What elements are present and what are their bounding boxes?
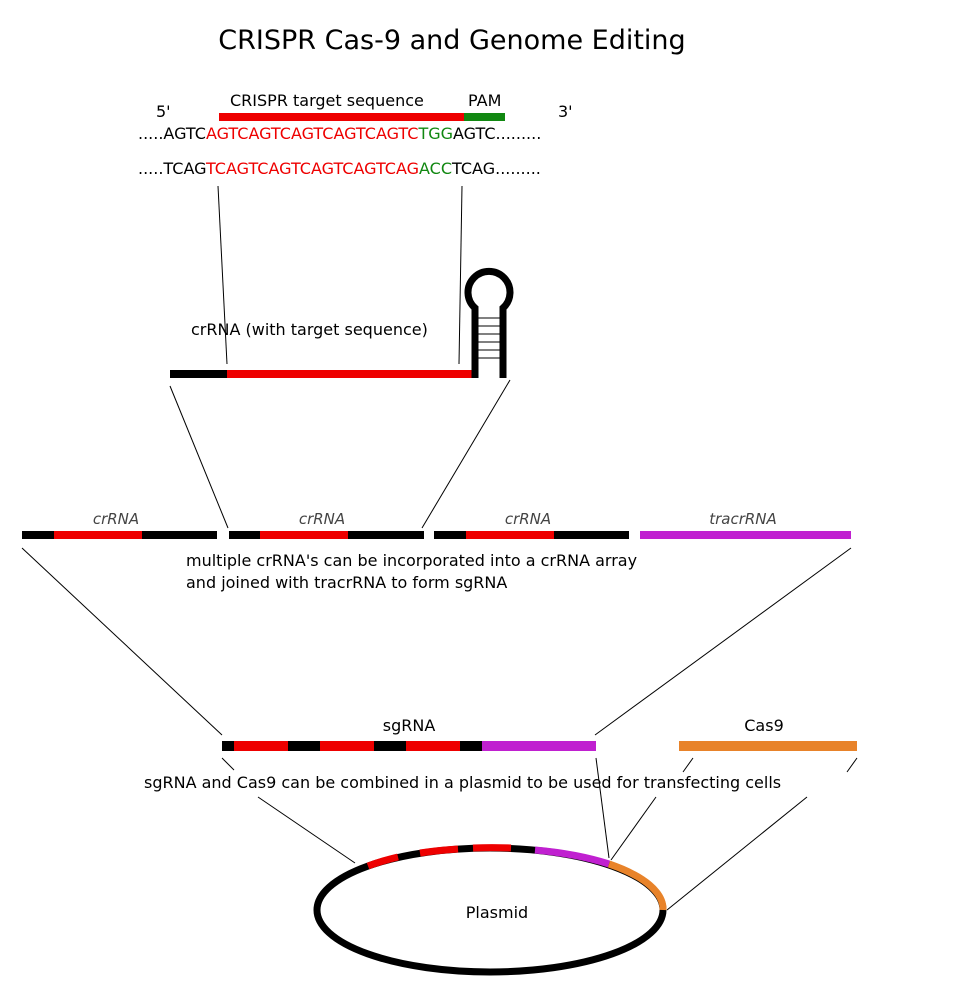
crrna-target bbox=[227, 370, 472, 378]
zoom-line-array-left bbox=[21, 547, 223, 736]
array-label-crrna-2: crRNA bbox=[299, 510, 345, 528]
sgrna-tracr bbox=[482, 741, 596, 751]
target-sequence-label: CRISPR target sequence bbox=[230, 91, 424, 110]
zoom-line-dna-right bbox=[458, 185, 463, 365]
pam-bar bbox=[464, 113, 505, 121]
plasmid-cas9 bbox=[607, 860, 667, 911]
plasmid-ring bbox=[313, 844, 667, 976]
crrna-array bbox=[22, 531, 851, 539]
plasmid-target-1 bbox=[366, 853, 399, 870]
sgrna-target-2 bbox=[320, 741, 374, 751]
array-caption-line-2: and joined with tracrRNA to form sgRNA bbox=[186, 573, 507, 592]
array-crrna-2-target bbox=[260, 531, 348, 539]
sgrna-target-3 bbox=[406, 741, 460, 751]
plasmid-label: Plasmid bbox=[466, 903, 528, 922]
three-prime-label: 3' bbox=[558, 102, 573, 121]
zoom-line-sgrna-left-b bbox=[257, 796, 356, 864]
dna-bottom-strand: .....TCAGTCAGTCAGTCAGTCAGTCAGACCTCAG....… bbox=[138, 159, 541, 178]
tracr-hairpin bbox=[464, 267, 514, 378]
dna-top-strand: .....AGTCAGTCAGTCAGTCAGTCAGTCTGGAGTC....… bbox=[138, 124, 541, 143]
array-caption-line-1: multiple crRNA's can be incorporated int… bbox=[186, 551, 637, 570]
array-crrna-1-target bbox=[54, 531, 142, 539]
pam-label: PAM bbox=[468, 91, 501, 110]
crrna-backbone bbox=[170, 370, 227, 378]
plasmid-target-2 bbox=[419, 845, 459, 857]
sgrna-label: sgRNA bbox=[383, 716, 436, 735]
cas9-bar bbox=[679, 741, 857, 751]
zoom-line-cas9-left-a bbox=[682, 757, 694, 773]
top-strand-target: AGTCAGTCAGTCAGTCAGTC bbox=[206, 124, 419, 143]
bottom-strand-pam: ACC bbox=[419, 159, 452, 178]
sgrna-bar bbox=[222, 741, 596, 751]
sgrna-target-1 bbox=[234, 741, 288, 751]
top-strand-right: AGTC......... bbox=[453, 124, 541, 143]
crrna-label: crRNA (with target sequence) bbox=[191, 320, 428, 339]
bottom-strand-right: TCAG......... bbox=[451, 159, 541, 178]
zoom-line-sgrna-left-a bbox=[221, 757, 235, 771]
zoom-line-cas9-left-b bbox=[610, 796, 657, 861]
array-tracrrna bbox=[640, 531, 851, 539]
bottom-strand-target: TCAGTCAGTCAGTCAGTCAG bbox=[205, 159, 419, 178]
bottom-strand-left: .....TCAG bbox=[138, 159, 206, 178]
five-prime-label: 5' bbox=[156, 102, 171, 121]
zoom-line-array-right bbox=[594, 547, 852, 736]
top-strand-left: .....AGTC bbox=[138, 124, 206, 143]
array-label-tracrrna: tracrRNA bbox=[709, 510, 777, 528]
plasmid-caption: sgRNA and Cas9 can be combined in a plas… bbox=[144, 773, 781, 792]
target-sequence-bar bbox=[219, 113, 464, 121]
zoom-line-crrna-right bbox=[421, 379, 511, 529]
zoom-line-crrna-left bbox=[169, 385, 229, 529]
array-label-crrna-3: crRNA bbox=[505, 510, 551, 528]
zoom-line-cas9-right-a bbox=[846, 757, 858, 773]
top-strand-pam: TGG bbox=[417, 124, 453, 143]
array-crrna-3-target bbox=[466, 531, 554, 539]
zoom-line-dna-left bbox=[217, 185, 228, 365]
zoom-line-cas9-right-b bbox=[666, 796, 808, 911]
array-label-crrna-1: crRNA bbox=[93, 510, 139, 528]
plasmid-tracr bbox=[534, 846, 611, 868]
zoom-line-sgrna-right bbox=[595, 757, 610, 859]
cas9-label: Cas9 bbox=[744, 716, 784, 735]
diagram-title: CRISPR Cas-9 and Genome Editing bbox=[218, 25, 685, 56]
